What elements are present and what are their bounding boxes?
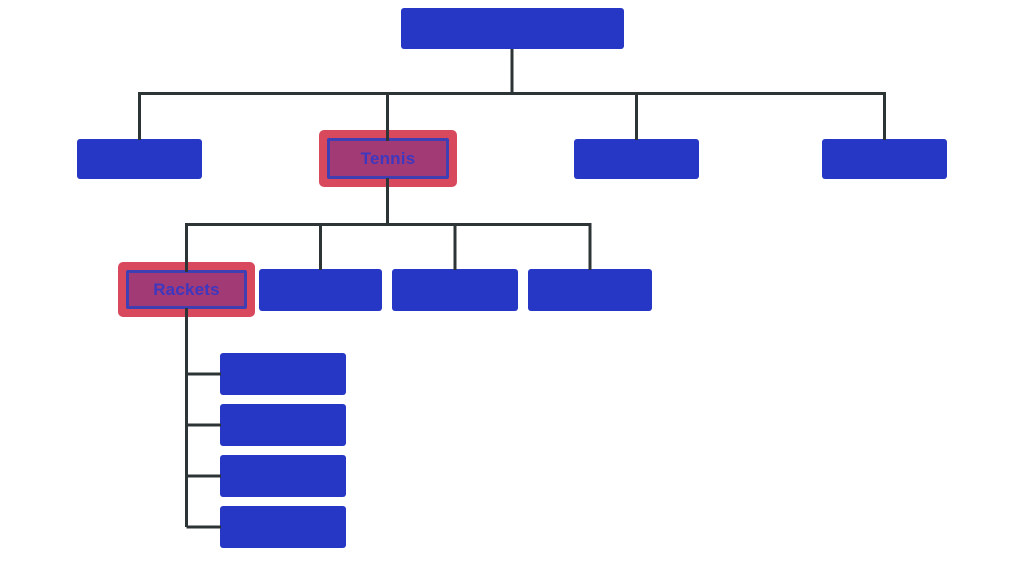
node-tennis-highlight[interactable]: Tennis <box>319 130 457 187</box>
node-level3-4[interactable] <box>528 269 652 311</box>
node-level2-3[interactable] <box>574 139 699 179</box>
node-level4-1[interactable] <box>220 353 346 395</box>
node-level3-3[interactable] <box>392 269 518 311</box>
node-level4-3[interactable] <box>220 455 346 497</box>
node-root[interactable] <box>401 8 624 49</box>
node-tennis-label: Tennis <box>360 148 416 168</box>
node-level2-4[interactable] <box>822 139 947 179</box>
connector-level2-rail <box>138 92 886 140</box>
node-level2-1[interactable] <box>77 139 202 179</box>
node-rackets-highlight[interactable]: Rackets <box>118 262 255 317</box>
node-rackets[interactable]: Rackets <box>126 270 247 309</box>
node-level4-4[interactable] <box>220 506 346 548</box>
node-level3-2[interactable] <box>259 269 382 311</box>
node-tennis[interactable]: Tennis <box>327 138 449 179</box>
node-rackets-label: Rackets <box>153 279 220 299</box>
node-level4-2[interactable] <box>220 404 346 446</box>
